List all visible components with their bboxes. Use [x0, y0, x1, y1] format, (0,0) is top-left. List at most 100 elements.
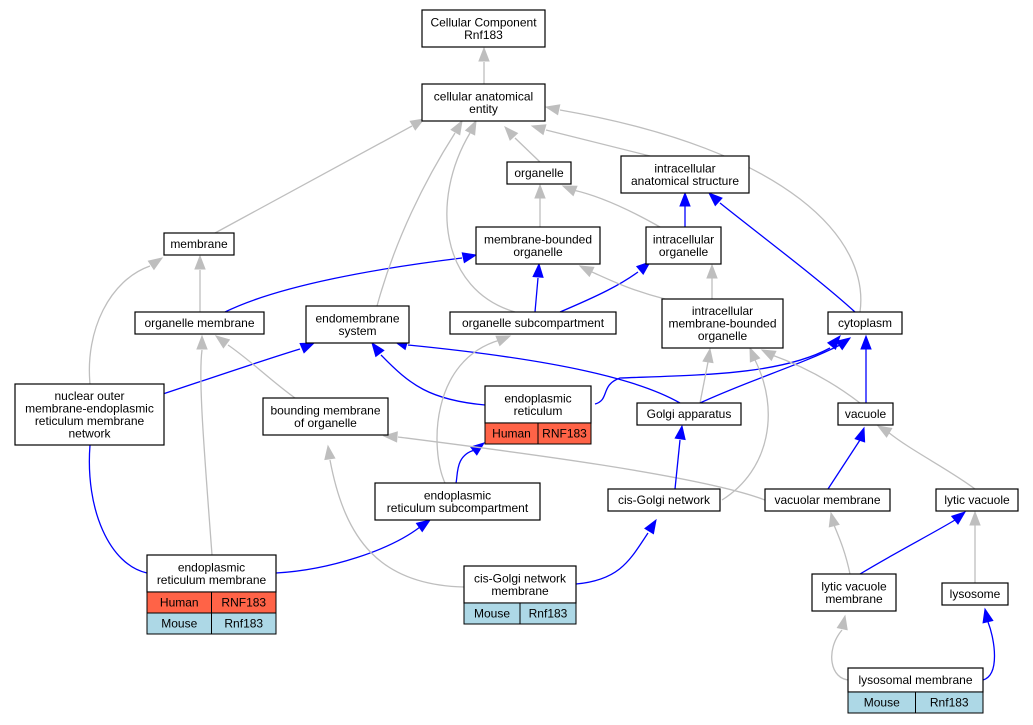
node-label: of organelle	[294, 416, 357, 430]
node-box	[14, 383, 165, 446]
node-label: network	[68, 426, 111, 440]
node-golgi-apparatus[interactable]: Golgi apparatus	[636, 402, 742, 426]
node-box	[941, 582, 1009, 606]
node-box	[506, 161, 572, 185]
node-membrane[interactable]: membrane	[163, 232, 235, 256]
node-label: lysosomal membrane	[858, 673, 972, 687]
edge-is-a	[88, 257, 164, 385]
edge-part-of	[859, 511, 967, 575]
edge-part-of	[679, 191, 691, 227]
edge-part-of	[455, 442, 486, 484]
edge-is-a	[194, 254, 206, 312]
edge-part-of	[707, 192, 856, 313]
node-vacuole[interactable]: vacuole	[837, 402, 894, 426]
edge-is-a	[828, 511, 851, 575]
edge-part-of	[575, 518, 657, 585]
node-label: membrane-bounded	[484, 232, 592, 246]
node-label: membrane-endoplasmic	[25, 401, 154, 415]
node-label: organelle membrane	[144, 316, 254, 330]
node-cis-golgi-network[interactable]: cis-Golgi network	[607, 488, 721, 512]
node-lytic-vacuole[interactable]: lytic vacuole	[935, 488, 1019, 512]
edge-is-a	[376, 119, 463, 307]
edge-part-of	[982, 607, 996, 681]
node-label: vacuolar membrane	[774, 493, 880, 507]
node-label: organelle	[514, 166, 564, 180]
gene-label: Rnf183	[529, 607, 568, 621]
node-nuclear-outer-membrane[interactable]: nuclear outermembrane-endoplasmicreticul…	[14, 383, 165, 446]
gene-cell	[915, 691, 984, 714]
edge-is-a	[214, 118, 426, 234]
node-label: anatomical structure	[631, 174, 739, 188]
gene-label: Rnf183	[930, 696, 969, 710]
edge-is-a	[721, 346, 769, 501]
edge-part-of	[88, 444, 148, 574]
node-organelle-membrane[interactable]: organelle membrane	[134, 311, 265, 335]
edge-is-a	[530, 124, 651, 157]
species-label: Human	[492, 427, 531, 441]
gene-label: RNF183	[221, 596, 266, 610]
edge-is-a	[969, 510, 981, 583]
gene-cell	[211, 612, 277, 635]
node-label: Cellular Component	[430, 15, 537, 29]
edge-part-of	[532, 262, 544, 313]
gene-label: Rnf183	[224, 617, 263, 631]
edge-is-a	[699, 347, 714, 404]
node-label: reticulum	[514, 404, 563, 418]
node-label: system	[338, 324, 376, 338]
node-label: cellular anatomical	[434, 89, 533, 103]
node-label: membrane	[170, 237, 228, 251]
node-box	[475, 226, 601, 265]
node-lysosome[interactable]: lysosome	[941, 582, 1009, 606]
edge-is-a	[534, 183, 546, 227]
edge-part-of	[699, 337, 852, 404]
node-label: endomembrane	[315, 311, 399, 325]
edge-is-a	[446, 119, 516, 313]
edge-part-of	[224, 252, 478, 313]
node-label: lytic vacuole	[944, 493, 1010, 507]
node-label: entity	[469, 102, 498, 116]
node-label: endoplasmic	[504, 391, 571, 405]
node-box	[146, 554, 277, 593]
edge-is-a	[214, 335, 296, 399]
node-label: endoplasmic	[178, 560, 245, 574]
node-label: intracellular	[654, 161, 715, 175]
edge-part-of	[371, 341, 486, 406]
node-box	[463, 565, 577, 604]
edges-layer	[88, 46, 996, 681]
node-label: organelle	[698, 329, 748, 343]
node-label: lysosome	[950, 587, 1001, 601]
node-organelle-subcompartment[interactable]: organelle subcompartment	[449, 311, 617, 335]
node-box	[661, 298, 784, 349]
node-cytoplasm[interactable]: cytoplasm	[827, 311, 903, 335]
node-label: intracellular	[692, 304, 753, 318]
edge-is-a	[324, 444, 465, 588]
node-box	[163, 232, 235, 256]
node-vacuolar-membrane[interactable]: vacuolar membrane	[764, 488, 891, 512]
node-label: nuclear outer	[54, 389, 124, 403]
species-label: Mouse	[864, 696, 900, 710]
node-box	[837, 402, 894, 426]
node-label: Golgi apparatus	[647, 407, 732, 421]
node-box	[305, 305, 410, 344]
node-organelle[interactable]: organelle	[506, 161, 572, 185]
edge-is-a	[382, 431, 766, 501]
gene-cell	[537, 422, 592, 445]
